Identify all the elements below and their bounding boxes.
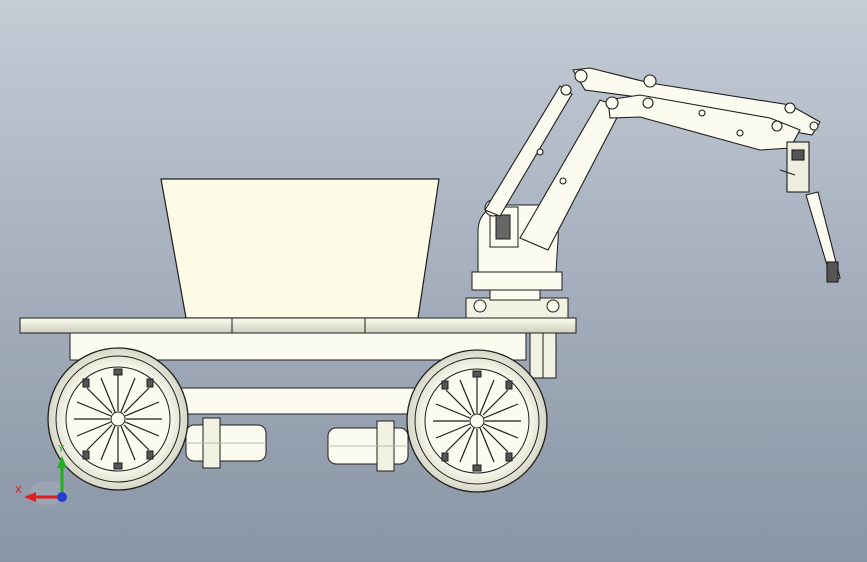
x-axis-label: X [15, 485, 22, 496]
drive-motor-front[interactable] [185, 417, 267, 469]
hopper[interactable] [160, 178, 440, 319]
rear-wheel[interactable] [406, 349, 548, 493]
drive-motor-rear[interactable] [327, 420, 409, 472]
robot-arm-links[interactable] [484, 67, 821, 251]
gripper[interactable] [779, 141, 841, 283]
front-wheel[interactable] [47, 347, 189, 491]
coordinate-triad-icon [24, 456, 67, 505]
y-axis-label: Y [58, 444, 65, 455]
